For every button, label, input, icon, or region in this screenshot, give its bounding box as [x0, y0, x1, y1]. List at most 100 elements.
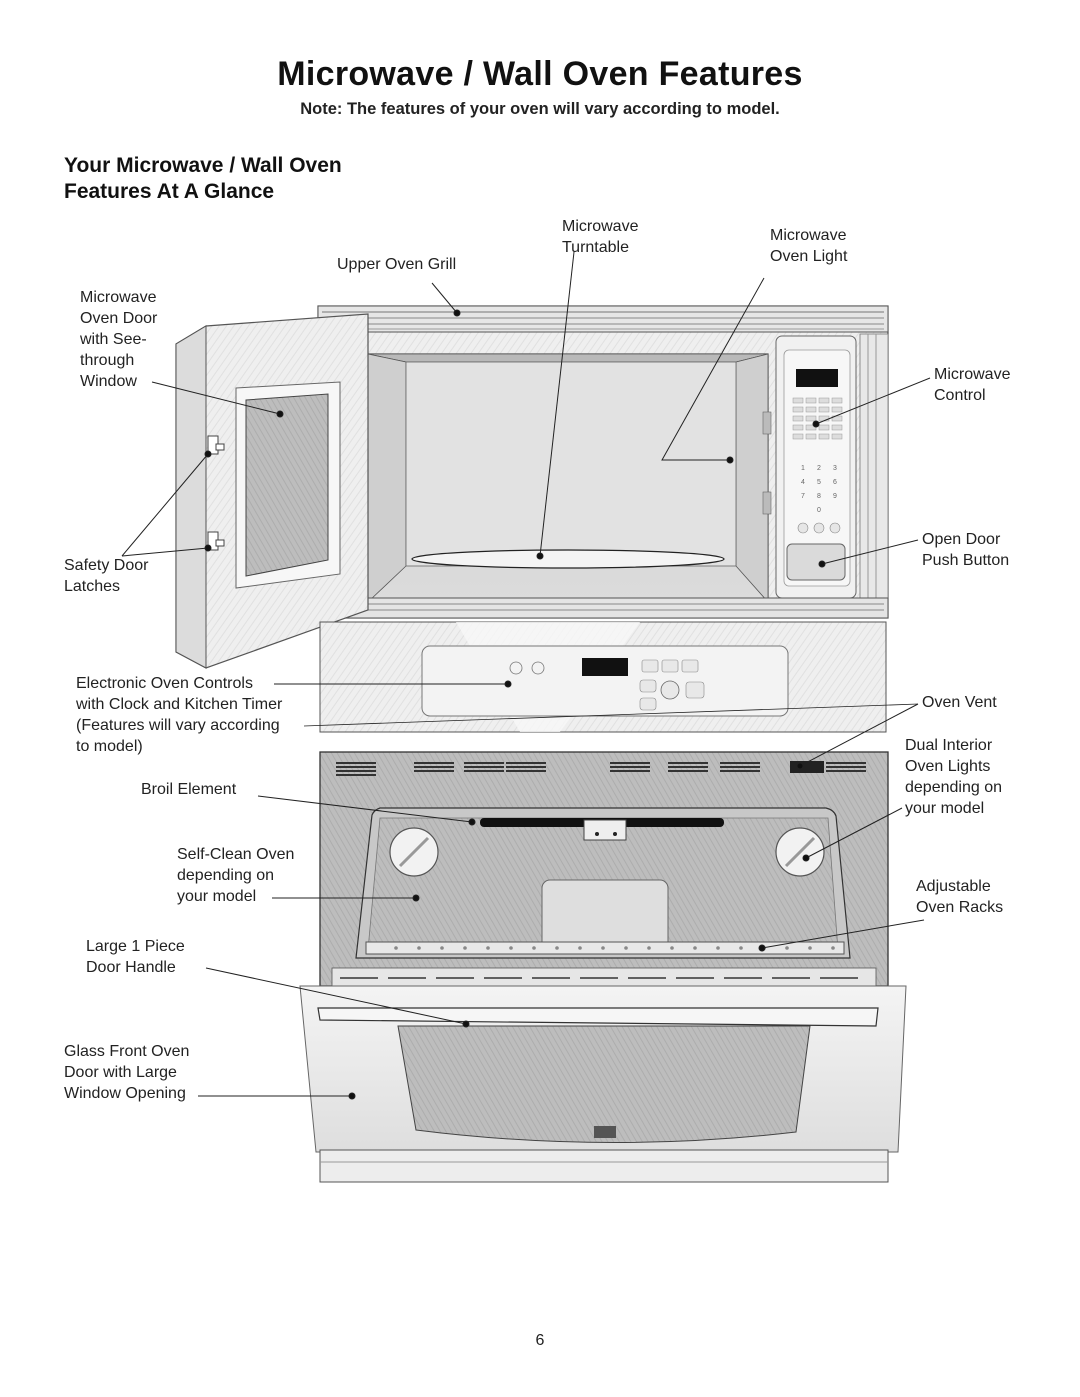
microwave-key[interactable] — [792, 433, 804, 440]
rack-dot — [555, 946, 559, 950]
vent-slot — [668, 770, 708, 772]
vent-slot — [336, 766, 376, 768]
keypad-digit[interactable]: 3 — [833, 465, 837, 472]
oven-key[interactable] — [661, 659, 679, 673]
microwave-key[interactable] — [831, 397, 843, 404]
oven-up-key[interactable] — [639, 679, 657, 693]
keypad-digit[interactable]: 7 — [801, 493, 805, 500]
oven-key[interactable] — [681, 659, 699, 673]
leader-lines — [121, 251, 931, 1100]
rack-dot — [624, 946, 628, 950]
oven-down-key[interactable] — [639, 697, 657, 711]
microwave-key[interactable] — [818, 397, 830, 404]
page-number: 6 — [535, 1332, 545, 1349]
microwave-round-key[interactable] — [829, 522, 841, 534]
rack-dot — [739, 946, 743, 950]
microwave-key[interactable] — [831, 433, 843, 440]
microwave-key[interactable] — [792, 424, 804, 431]
label-microwave-turntable: Microwave Turntable — [562, 218, 639, 256]
oven-timer-key[interactable] — [531, 661, 545, 675]
vent-slot — [610, 766, 650, 768]
rack-dot — [509, 946, 513, 950]
vent-slot — [720, 766, 760, 768]
microwave-key[interactable] — [818, 433, 830, 440]
microwave-key[interactable] — [818, 424, 830, 431]
rack-dot — [647, 946, 651, 950]
vent-slot — [336, 770, 376, 772]
keypad-digit[interactable]: 2 — [817, 465, 821, 472]
microwave-key[interactable] — [792, 397, 804, 404]
microwave-round-key[interactable] — [813, 522, 825, 534]
microwave-key[interactable] — [831, 406, 843, 413]
rack-dot — [578, 946, 582, 950]
oven-stop-key[interactable] — [660, 680, 680, 700]
microwave-key[interactable] — [805, 406, 817, 413]
door-handle[interactable] — [317, 1007, 879, 1027]
microwave-key[interactable] — [831, 424, 843, 431]
keypad-digit[interactable]: 8 — [817, 493, 821, 500]
section-title-line-2: Features At A Glance — [64, 180, 275, 203]
keypad-digit[interactable]: 6 — [833, 479, 837, 486]
microwave-round-key[interactable] — [797, 522, 809, 534]
oven-keypad[interactable] — [509, 659, 705, 711]
open-door-push-button[interactable] — [786, 543, 846, 581]
label-electronic-oven-controls: Electronic Oven Controls with Clock and … — [76, 675, 283, 755]
keypad-digit[interactable]: 0 — [817, 507, 821, 514]
microwave-key[interactable] — [792, 406, 804, 413]
oven-control-section — [319, 621, 887, 733]
vent-slot — [668, 766, 708, 768]
see-through-window — [245, 393, 329, 577]
oven-light-key[interactable] — [509, 661, 523, 675]
keypad-digit[interactable]: 4 — [801, 479, 805, 486]
oven-door[interactable] — [299, 985, 907, 1183]
microwave-keypad[interactable]: 1 2 3 4 5 6 7 8 9 0 — [792, 397, 843, 534]
vent-slot — [464, 762, 504, 764]
label-self-clean-oven: Self-Clean Oven depending on your model — [177, 846, 295, 905]
oven-start-key[interactable] — [685, 681, 705, 699]
microwave-control-panel: 1 2 3 4 5 6 7 8 9 0 — [775, 335, 857, 599]
vent-slot — [720, 762, 760, 764]
oven-light-left — [389, 827, 439, 877]
microwave-key[interactable] — [818, 406, 830, 413]
keypad-digit[interactable]: 9 — [833, 493, 837, 500]
label-oven-vent: Oven Vent — [922, 694, 997, 711]
adjustable-oven-rack — [365, 941, 845, 955]
microwave-key[interactable] — [792, 415, 804, 422]
model-note: Note: The features of your oven will var… — [300, 100, 780, 118]
vent-slot — [414, 770, 454, 772]
label-microwave-oven-door: Microwave Oven Door with See- through Wi… — [80, 289, 158, 390]
microwave-door[interactable] — [175, 313, 369, 669]
microwave-key[interactable] — [805, 433, 817, 440]
oven-display — [582, 658, 628, 676]
rack-dot — [831, 946, 835, 950]
rack-dot — [417, 946, 421, 950]
vent-slot — [336, 774, 376, 776]
vent-slot — [414, 766, 454, 768]
microwave-key[interactable] — [805, 415, 817, 422]
label-door-handle: Large 1 Piece Door Handle — [86, 938, 185, 976]
oven-key[interactable] — [641, 659, 659, 673]
rack-dot — [601, 946, 605, 950]
safety-door-latch-lower — [207, 531, 225, 551]
label-glass-front-door: Glass Front Oven Door with Large Window … — [64, 1043, 190, 1102]
upper-oven-grill — [317, 305, 889, 333]
vent-slot — [826, 770, 866, 772]
rack-dot — [785, 946, 789, 950]
vent-slot — [336, 762, 376, 764]
page-title: Microwave / Wall Oven Features — [277, 55, 803, 93]
rack-dot — [808, 946, 812, 950]
turntable — [411, 549, 725, 569]
rack-dot — [440, 946, 444, 950]
rack-dot — [394, 946, 398, 950]
microwave-key[interactable] — [805, 397, 817, 404]
vent-slot — [610, 770, 650, 772]
keypad-digit[interactable]: 5 — [817, 479, 821, 486]
rack-dot — [716, 946, 720, 950]
keypad-digit[interactable]: 1 — [801, 465, 805, 472]
oven-light-right — [775, 827, 825, 877]
label-upper-oven-grill: Upper Oven Grill — [337, 256, 457, 273]
vent-slot — [668, 762, 708, 764]
rack-dot — [463, 946, 467, 950]
section-title: Your Microwave / Wall Oven Features At A… — [64, 153, 342, 205]
